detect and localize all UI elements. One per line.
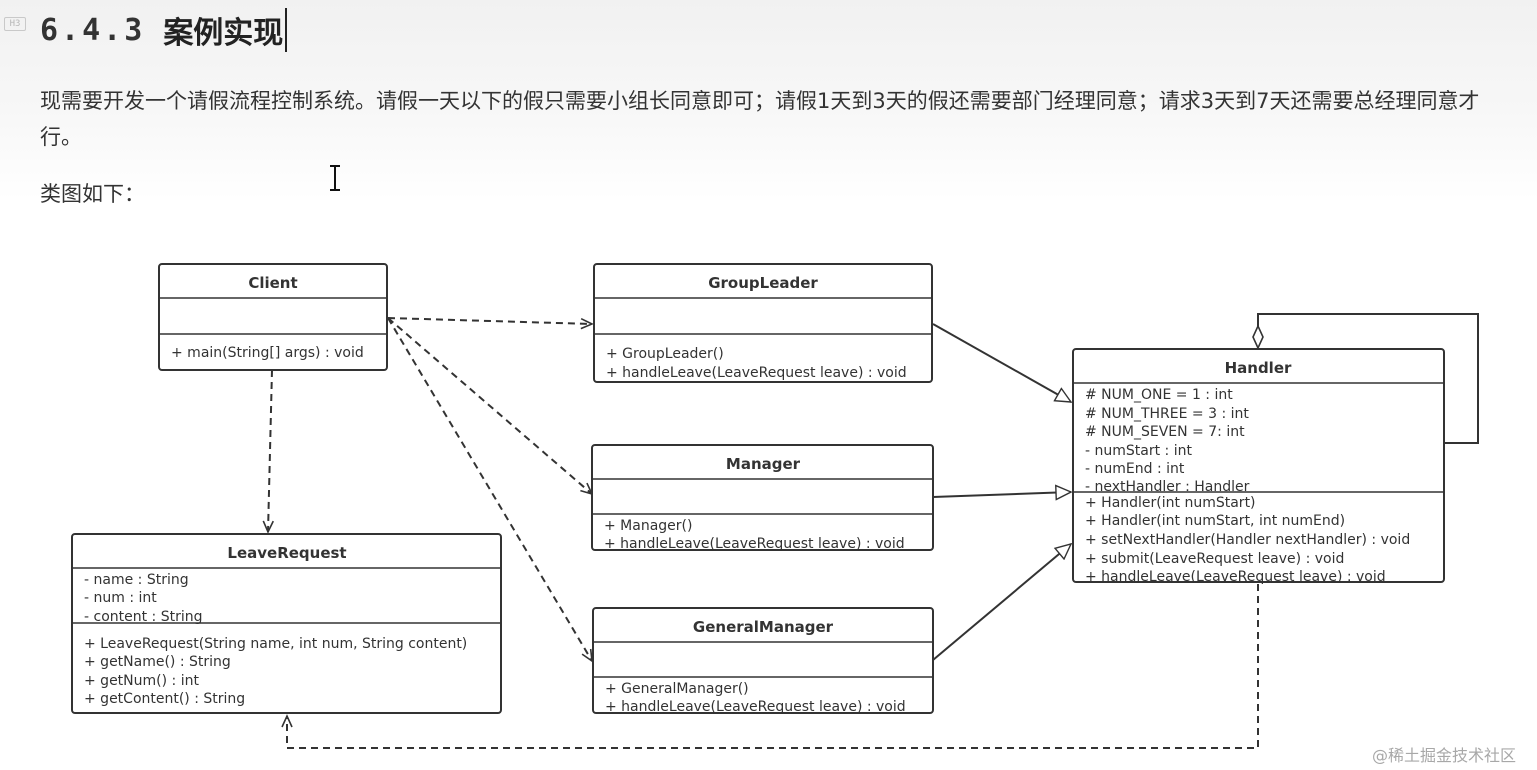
class-attribute: - numStart : int	[1085, 443, 1192, 459]
class-groupleader: GroupLeader + GroupLeader() + handleLeav…	[593, 263, 933, 383]
class-name: Handler	[1225, 359, 1292, 377]
class-generalmanager: GeneralManager + GeneralManager() + hand…	[592, 607, 934, 715]
watermark: @稀土掘金技术社区	[1372, 746, 1517, 765]
section-number: 6.4.3	[40, 12, 146, 48]
section-title: 案例实现	[163, 8, 288, 52]
text-cursor-icon	[330, 165, 340, 191]
class-leaverequest: LeaveRequest - name : String - num : int…	[71, 533, 502, 714]
inheritance-generalmanager-handler	[932, 544, 1071, 661]
dependency-handler-leaverequest	[281, 584, 1259, 749]
class-handler: Handler # NUM_ONE = 1 : int # NUM_THREE …	[1072, 348, 1445, 585]
class-name: Client	[248, 274, 297, 292]
class-method: + main(String[] args) : void	[171, 345, 364, 361]
dependency-client-manager	[387, 317, 594, 496]
dependency-client-generalmanager	[387, 317, 593, 663]
class-name: Manager	[726, 455, 801, 473]
inheritance-groupleader-handler	[932, 323, 1071, 403]
class-method: + Handler(int numStart, int numEnd)	[1085, 513, 1345, 529]
class-attribute: # NUM_ONE = 1 : int	[1085, 387, 1233, 403]
class-method: + Handler(int numStart)	[1085, 495, 1256, 511]
class-name: GeneralManager	[693, 618, 834, 636]
class-name: GroupLeader	[708, 274, 818, 292]
class-method: + submit(LeaveRequest leave) : void	[1085, 551, 1344, 567]
class-name: LeaveRequest	[227, 544, 346, 562]
section-heading: 6.4.3 案例实现	[40, 8, 288, 52]
class-method: + handleLeave(LeaveRequest leave) : void	[605, 699, 906, 715]
dependency-client-groupleader	[387, 317, 594, 330]
aggregation-diamond-icon	[1252, 324, 1264, 350]
class-method: + handleLeave(LeaveRequest leave) : void	[1085, 569, 1386, 585]
class-method: + getNum() : int	[84, 673, 199, 689]
class-attribute: - num : int	[84, 590, 157, 606]
class-method: + GroupLeader()	[606, 346, 724, 362]
class-method: + Manager()	[604, 518, 692, 534]
class-attribute: - content : String	[84, 609, 203, 625]
inheritance-manager-handler	[932, 492, 1071, 497]
class-attribute: - numEnd : int	[1085, 461, 1185, 477]
class-method: + setNextHandler(Handler nextHandler) : …	[1085, 532, 1410, 548]
class-method: + getContent() : String	[84, 691, 245, 707]
class-attribute: - name : String	[84, 572, 189, 588]
class-method: + handleLeave(LeaveRequest leave) : void	[606, 365, 907, 381]
class-attribute: - nextHandler : Handler	[1085, 479, 1250, 495]
description-paragraph: 现需要开发一个请假流程控制系统。请假一天以下的假只需要小组长同意即可；请假1天到…	[40, 89, 1480, 149]
class-method: + GeneralManager()	[605, 681, 749, 697]
class-method: + getName() : String	[84, 654, 231, 670]
dependency-client-leaverequest	[262, 369, 274, 534]
class-attribute: # NUM_SEVEN = 7: int	[1085, 424, 1245, 440]
class-method: + LeaveRequest(String name, int num, Str…	[84, 636, 467, 652]
class-manager: Manager + Manager() + handleLeave(LeaveR…	[591, 444, 934, 552]
relationships	[262, 313, 1479, 749]
diagram-caption: 类图如下：	[40, 182, 145, 206]
class-method: + handleLeave(LeaveRequest leave) : void	[604, 536, 905, 552]
heading-level-badge: H3	[4, 17, 26, 31]
class-client: Client + main(String[] args) : void	[158, 263, 388, 371]
class-attribute: # NUM_THREE = 3 : int	[1085, 406, 1249, 422]
